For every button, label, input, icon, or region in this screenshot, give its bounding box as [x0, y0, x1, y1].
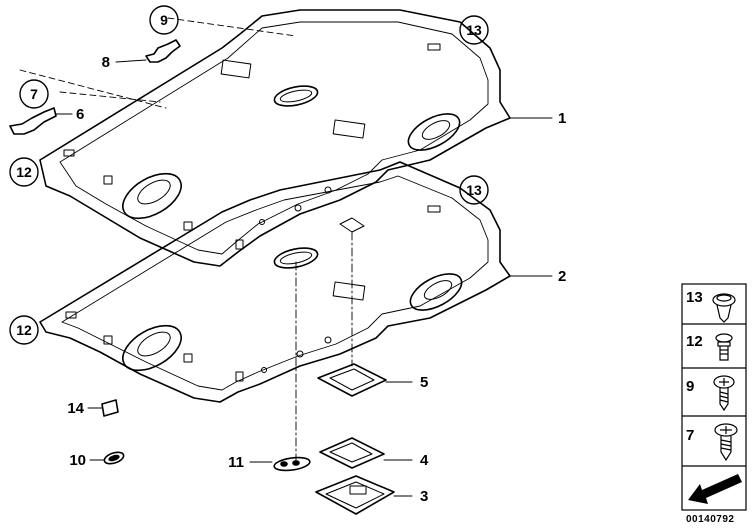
callout-11: 11: [228, 454, 244, 471]
callout-14: 14: [67, 400, 84, 417]
part-14-clip: [101, 399, 119, 417]
legend-number-7: 7: [686, 427, 694, 444]
part-6-bracket: [9, 107, 57, 135]
legend-number-9: 9: [686, 378, 694, 395]
callout-labels: 9 7 13 13 12 12 8 6 1 2 5 4 3 11 14 10: [16, 12, 566, 505]
callout-7: 7: [30, 86, 38, 102]
callout-9: 9: [160, 12, 168, 28]
part-11-lamp-lens: [273, 456, 311, 472]
reference-lines-top: [19, 17, 297, 109]
reference-lines-vertical: [295, 231, 353, 463]
circle-callouts: [9, 5, 489, 345]
self-tapping-screw-icon: [714, 423, 738, 462]
callout-12-upper: 12: [16, 164, 32, 180]
callout-2: 2: [558, 268, 566, 285]
callout-4: 4: [420, 452, 429, 469]
legend-number-12: 12: [686, 333, 703, 350]
plastic-rivet-icon: [715, 333, 733, 361]
callout-10: 10: [69, 452, 86, 469]
callout-8: 8: [102, 54, 110, 71]
direction-arrow-icon: [688, 474, 742, 504]
callout-13-upper: 13: [466, 22, 482, 38]
callout-1: 1: [558, 110, 566, 127]
legend-number-13: 13: [686, 289, 703, 306]
part-10-grommet: [103, 451, 125, 465]
headliner-lower: [39, 161, 511, 403]
callout-6: 6: [76, 106, 84, 123]
callout-12-lower: 12: [16, 322, 32, 338]
push-clip-icon: [712, 293, 736, 323]
headliner-upper: [39, 9, 511, 267]
part-4-cover: [319, 437, 385, 469]
fastener-legend: 13 12 9 7: [681, 283, 747, 511]
part-8-bracket: [145, 39, 181, 63]
callout-5: 5: [420, 374, 428, 391]
leader-lines: [55, 59, 553, 497]
screw-icon: [713, 375, 735, 412]
callout-13-lower: 13: [466, 182, 482, 198]
part-3-housing: [315, 475, 395, 515]
part-5-frame: [317, 363, 387, 397]
diagram-id: 00140792: [686, 514, 735, 525]
callout-3: 3: [420, 488, 428, 505]
